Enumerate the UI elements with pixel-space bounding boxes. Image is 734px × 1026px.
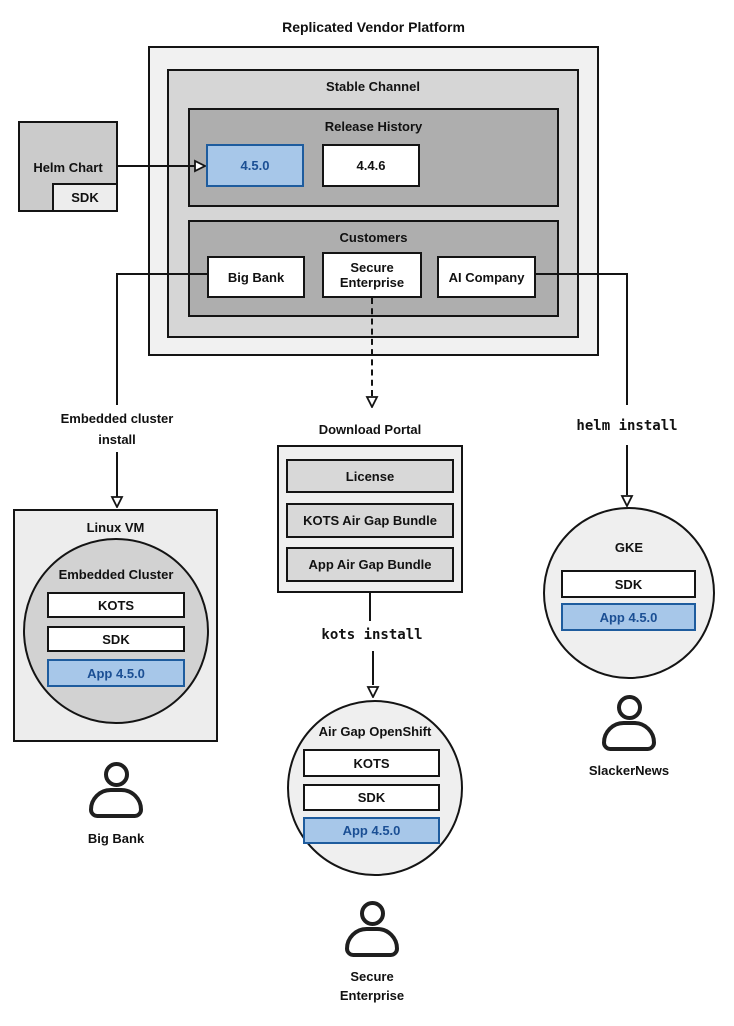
bigbank-connector-v1 xyxy=(116,273,118,405)
secure-enterprise-user-label: Secure Enterprise xyxy=(339,969,405,1003)
aicompany-connector-v1 xyxy=(626,273,628,405)
customer-big-bank: Big Bank xyxy=(207,256,305,298)
slackernews-user-label: SlackerNews xyxy=(588,763,670,778)
bigbank-connector-h xyxy=(117,273,207,275)
secure-dashed-connector xyxy=(371,298,373,396)
portal-app-bundle-box: App Air Gap Bundle xyxy=(286,547,454,582)
portal-kots-bundle-box: KOTS Air Gap Bundle xyxy=(286,503,454,538)
ec-kots-box: KOTS xyxy=(47,592,185,618)
customers-label: Customers xyxy=(339,230,408,245)
arrow-down-icon xyxy=(620,495,634,509)
arrow-down-icon xyxy=(110,496,124,510)
portal-stem-v2 xyxy=(372,651,374,685)
kots-install-label: kots install xyxy=(321,627,423,643)
ec-sdk-box: SDK xyxy=(47,626,185,652)
gke-label: GKE xyxy=(614,540,644,555)
big-bank-user-label: Big Bank xyxy=(87,831,145,846)
helm-sdk-box: SDK xyxy=(52,183,118,212)
release-4-4-6: 4.4.6 xyxy=(322,144,420,187)
release-history-label: Release History xyxy=(324,119,423,134)
linux-vm-label: Linux VM xyxy=(86,520,145,535)
gke-sdk-box: SDK xyxy=(561,570,696,598)
openshift-app-box: App 4.5.0 xyxy=(303,817,440,844)
embedded-install-label: Embedded cluster install xyxy=(60,411,174,447)
portal-stem-v1 xyxy=(369,591,371,621)
stable-channel-label: Stable Channel xyxy=(326,79,420,94)
openshift-label: Air Gap OpenShift xyxy=(318,724,432,739)
aicompany-connector-v2 xyxy=(626,445,628,495)
customer-ai-company: AI Company xyxy=(437,256,536,298)
customer-secure-enterprise: Secure Enterprise xyxy=(322,252,422,298)
aicompany-connector-h xyxy=(536,273,628,275)
openshift-sdk-box: SDK xyxy=(303,784,440,811)
ec-app-box: App 4.5.0 xyxy=(47,659,185,687)
platform-title: Replicated Vendor Platform xyxy=(282,19,465,35)
portal-license-box: License xyxy=(286,459,454,493)
openshift-kots-box: KOTS xyxy=(303,749,440,777)
bigbank-connector-v2 xyxy=(116,452,118,497)
arrow-down-icon xyxy=(366,686,380,700)
helm-arrow-line xyxy=(118,165,196,167)
arrow-down-icon xyxy=(365,396,379,410)
helm-chart-label: Helm Chart xyxy=(33,160,103,175)
arrow-right-icon xyxy=(194,159,208,173)
gke-app-box: App 4.5.0 xyxy=(561,603,696,631)
download-portal-title: Download Portal xyxy=(318,422,422,437)
release-4-5-0: 4.5.0 xyxy=(206,144,304,187)
helm-install-label: helm install xyxy=(576,418,678,434)
embedded-cluster-label: Embedded Cluster xyxy=(58,567,174,582)
